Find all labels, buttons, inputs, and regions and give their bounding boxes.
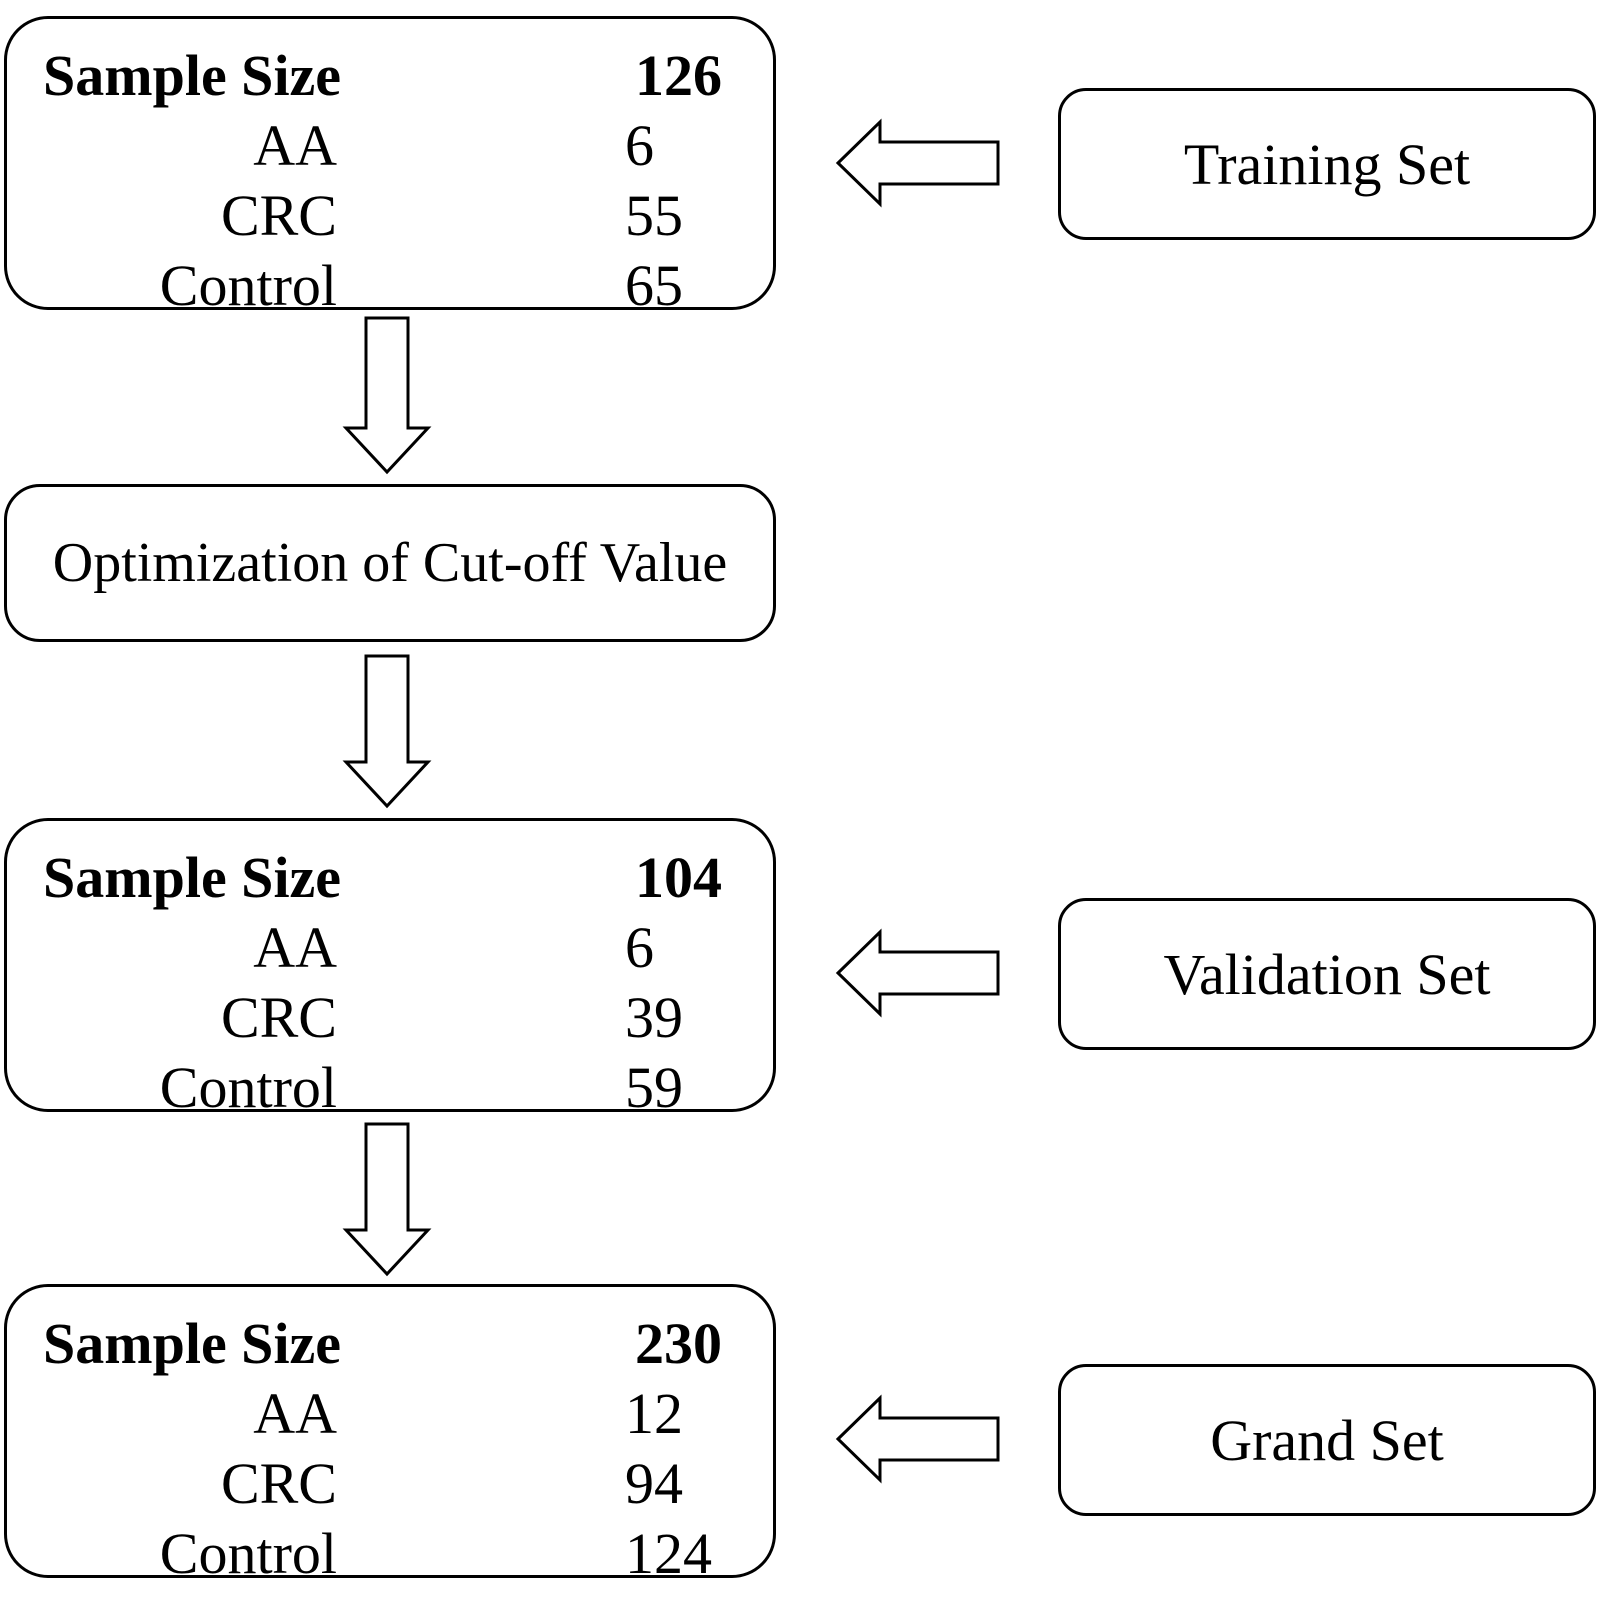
aa-value: 12 xyxy=(625,1381,683,1446)
sample-size-label: Sample Size xyxy=(43,43,342,108)
sample-size-row: Sample Size 230 xyxy=(7,1309,773,1379)
left-arrow-icon xyxy=(835,928,1000,1018)
aa-value: 6 xyxy=(625,113,654,178)
sample-size-label: Sample Size xyxy=(43,1311,342,1376)
crc-row: CRC 55 xyxy=(7,181,773,251)
control-value: 124 xyxy=(625,1521,712,1586)
crc-row: CRC 39 xyxy=(7,983,773,1053)
sample-size-row: Sample Size 126 xyxy=(7,41,773,111)
crc-value: 55 xyxy=(625,183,683,248)
aa-row: AA 12 xyxy=(7,1379,773,1449)
aa-label: AA xyxy=(253,1381,337,1446)
grand-set-box: Grand Set xyxy=(1058,1364,1596,1516)
crc-label: CRC xyxy=(220,1451,337,1516)
aa-row: AA 6 xyxy=(7,111,773,181)
control-row: Control 59 xyxy=(7,1053,773,1123)
validation-set-label: Validation Set xyxy=(1163,941,1491,1007)
crc-value: 39 xyxy=(625,985,683,1050)
training-set-box: Training Set xyxy=(1058,88,1596,240)
control-label: Control xyxy=(159,253,337,318)
control-row: Control 65 xyxy=(7,251,773,321)
down-arrow-icon xyxy=(342,654,432,809)
down-arrow-icon xyxy=(342,1122,432,1277)
aa-row: AA 6 xyxy=(7,913,773,983)
sample-size-value: 104 xyxy=(635,845,722,910)
down-arrow-icon xyxy=(342,316,432,475)
crc-label: CRC xyxy=(220,183,337,248)
left-arrow-icon xyxy=(835,1394,1000,1484)
aa-label: AA xyxy=(253,113,337,178)
training-sample-box: Sample Size 126 AA 6 CRC 55 Control 65 xyxy=(4,16,776,318)
aa-label: AA xyxy=(253,915,337,980)
optimization-step-label: Optimization of Cut-off Value xyxy=(52,532,728,594)
control-label: Control xyxy=(159,1521,337,1586)
training-set-label: Training Set xyxy=(1183,131,1471,197)
sample-size-label: Sample Size xyxy=(43,845,342,910)
crc-value: 94 xyxy=(625,1451,683,1516)
sample-size-value: 230 xyxy=(635,1311,722,1376)
grand-sample-box: Sample Size 230 AA 12 CRC 94 Control 124 xyxy=(4,1284,776,1586)
grand-set-label: Grand Set xyxy=(1210,1407,1444,1473)
control-value: 65 xyxy=(625,253,683,318)
crc-label: CRC xyxy=(220,985,337,1050)
optimization-step-box: Optimization of Cut-off Value xyxy=(4,484,776,642)
aa-value: 6 xyxy=(625,915,654,980)
validation-sample-box: Sample Size 104 AA 6 CRC 39 Control 59 xyxy=(4,818,776,1120)
sample-size-value: 126 xyxy=(635,43,722,108)
left-arrow-icon xyxy=(835,118,1000,208)
validation-set-box: Validation Set xyxy=(1058,898,1596,1050)
control-value: 59 xyxy=(625,1055,683,1120)
sample-size-row: Sample Size 104 xyxy=(7,843,773,913)
control-label: Control xyxy=(159,1055,337,1120)
crc-row: CRC 94 xyxy=(7,1449,773,1519)
control-row: Control 124 xyxy=(7,1519,773,1589)
